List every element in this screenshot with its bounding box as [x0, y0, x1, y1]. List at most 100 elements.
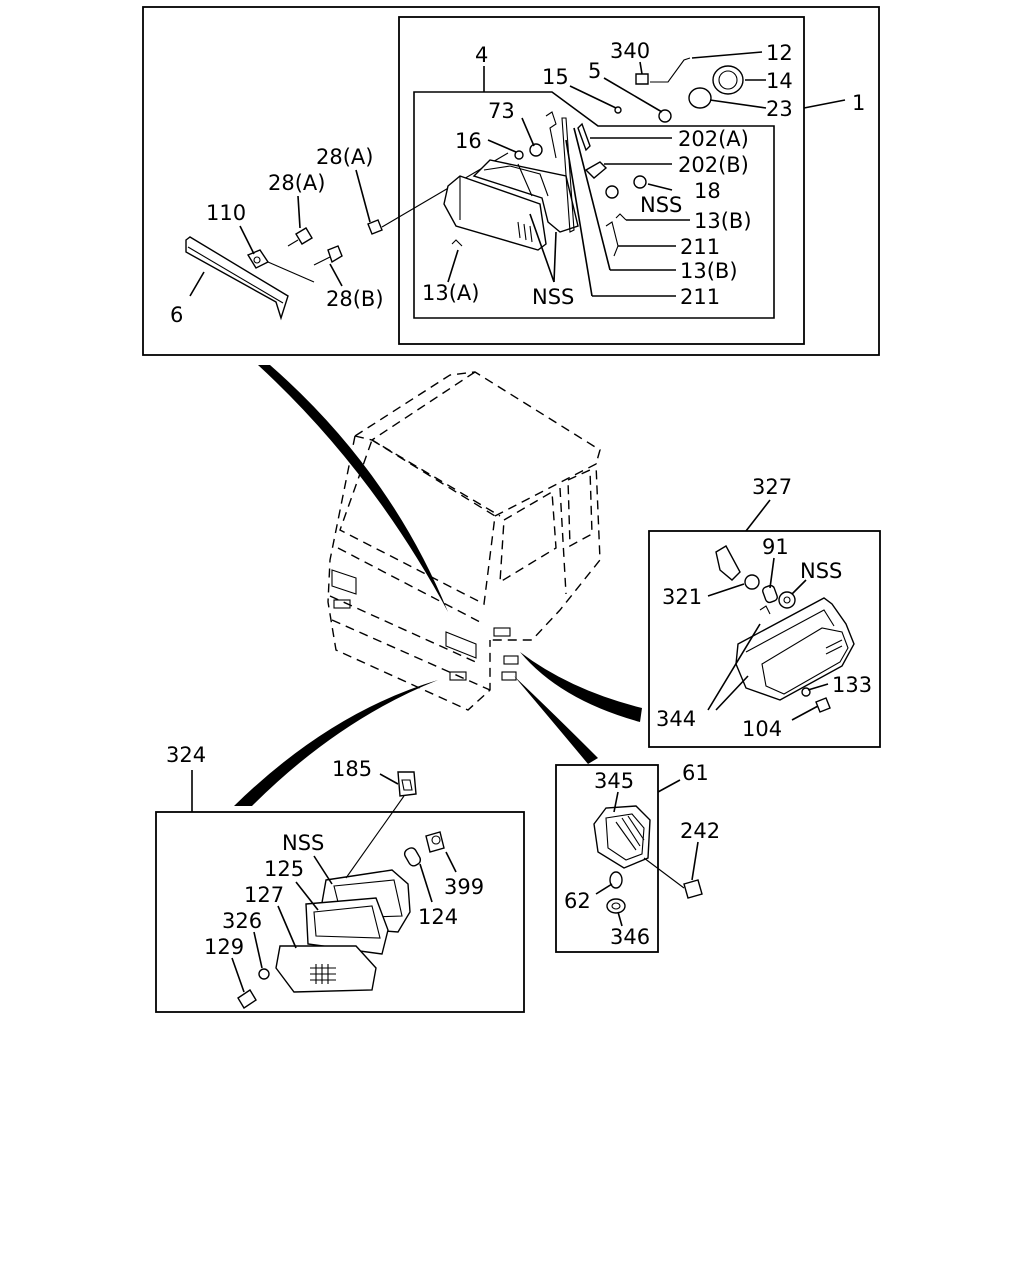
leader-321 — [707, 583, 745, 597]
spacer-plate-hole — [253, 256, 261, 264]
spring-202a-part — [577, 122, 591, 152]
callout-73: 73 — [488, 99, 515, 123]
cab-roof — [354, 371, 601, 465]
pointer-beam-bumper-lamp — [234, 680, 438, 806]
leader-nss-c — [791, 579, 807, 595]
socket-23-part — [688, 87, 712, 109]
leader-399 — [445, 851, 457, 873]
mounting-bracket-rib — [187, 246, 284, 304]
callout-18: 18 — [694, 179, 721, 203]
callout-211-upper: 211 — [680, 235, 720, 259]
headlamp-outer-frame — [142, 6, 880, 356]
callout-nss-d: NSS — [282, 831, 324, 855]
callout-129: 129 — [204, 935, 244, 959]
lamp-345-rib-1 — [615, 821, 637, 851]
callout-345: 345 — [594, 769, 634, 793]
cab-fog-right — [449, 671, 467, 681]
clip-344-part — [759, 605, 771, 615]
bracket-joint-line — [267, 261, 315, 283]
spring-202b-part — [584, 161, 608, 179]
leader-127 — [277, 905, 297, 949]
headlamp-lens-rib-1 — [517, 221, 521, 239]
washer-nss-hole — [783, 596, 791, 604]
callout-133: 133 — [832, 673, 872, 697]
socket-321-ring — [744, 574, 760, 590]
callout-346: 346 — [610, 925, 650, 949]
callout-340: 340 — [610, 39, 650, 63]
callout-6: 6 — [170, 303, 183, 327]
washer-nss-part — [778, 591, 796, 609]
side-lamp-lens-rib-1 — [825, 639, 843, 649]
leader-344 — [707, 623, 761, 711]
clip-13b-upper-part — [615, 213, 627, 221]
cab-step-marker — [503, 655, 519, 665]
headlamp-reflector — [483, 165, 549, 197]
retainer-part — [545, 111, 557, 159]
callout-4: 4 — [475, 43, 488, 67]
side-lamp-gasket — [745, 609, 835, 653]
callout-13a: 13(A) — [422, 281, 479, 305]
callout-61: 61 — [682, 761, 709, 785]
spacer-plate-part — [246, 249, 270, 269]
leader-nss-d — [313, 855, 333, 885]
leader-129 — [231, 957, 245, 993]
grommet-346-inner — [611, 902, 621, 910]
side-lamp-lens — [761, 627, 849, 695]
callout-nss-c: NSS — [800, 559, 842, 583]
step-lamp-61-group: 61 345 242 62 346 — [555, 761, 720, 953]
clip-185-hole — [401, 779, 413, 791]
callout-124: 124 — [418, 905, 458, 929]
callout-399: 399 — [444, 875, 484, 899]
callout-15: 15 — [542, 65, 569, 89]
cab-step-light — [501, 671, 517, 681]
callout-5: 5 — [588, 59, 601, 83]
rod-211-short-part — [605, 221, 619, 257]
side-lamp-lens-rib-2 — [825, 645, 843, 655]
headlamp-inner-frame — [398, 16, 805, 345]
cab-roof-ridge — [371, 371, 476, 441]
callout-326: 326 — [222, 909, 262, 933]
lamp-345-rib-2 — [621, 817, 641, 847]
step-lamp-leader — [657, 779, 681, 793]
connector-5-part — [658, 109, 672, 123]
cab-roof-front-edge — [354, 435, 501, 517]
leader-125 — [295, 881, 319, 911]
truck-cab-group — [234, 365, 642, 806]
callout-nss-b: NSS — [532, 285, 574, 309]
lamp-345-rib-3 — [627, 815, 645, 841]
screw-rod-part — [561, 117, 575, 233]
callout-28a-upper: 28(A) — [316, 145, 373, 169]
leader-104 — [791, 705, 819, 721]
side-lamp-leader — [745, 499, 771, 532]
callout-28a-lower: 28(A) — [268, 171, 325, 195]
screw-15-part — [614, 106, 622, 114]
bolt-28b-part — [313, 245, 343, 266]
bulb-62-part — [609, 871, 623, 889]
cap-14-inner — [718, 70, 738, 90]
headlamp-lens-rib-2 — [523, 223, 527, 241]
gasket-125-inner — [313, 905, 381, 939]
callout-110: 110 — [206, 201, 246, 225]
callout-344: 344 — [656, 707, 696, 731]
washer-326-part — [258, 968, 270, 980]
callout-nss-a: NSS — [640, 193, 682, 217]
cab-door-line — [559, 487, 567, 595]
bulb-124-part — [403, 847, 422, 867]
callout-62: 62 — [564, 889, 591, 913]
pointer-beam-step-lamp — [514, 676, 598, 764]
lamp-345-lens — [605, 813, 645, 861]
side-lamp-frame — [648, 530, 881, 748]
pointer-beam-side-lamp — [520, 652, 642, 722]
callout-28b: 28(B) — [326, 287, 384, 311]
headlamp-assembly-group: 1 4 340 12 15 5 14 23 73 16 202(A) 202(B… — [142, 6, 880, 356]
callout-125: 125 — [264, 857, 304, 881]
callout-211-lower: 211 — [680, 285, 720, 309]
callout-324: 324 — [166, 743, 206, 767]
cab-windshield-bar — [337, 547, 481, 623]
bolt-340-part — [635, 73, 649, 85]
headlamp-lens-rib-3 — [529, 225, 533, 243]
mounting-bracket-part — [185, 236, 289, 321]
leader-91 — [769, 557, 775, 589]
callout-327: 327 — [752, 475, 792, 499]
